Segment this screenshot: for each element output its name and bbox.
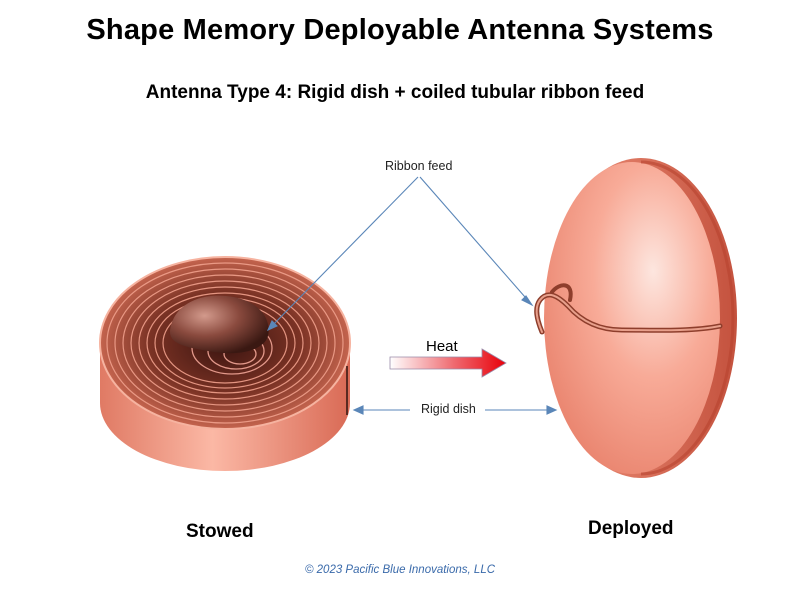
deployed-dish <box>544 158 737 478</box>
ribbon-feed <box>534 283 723 335</box>
stowed-coil <box>99 256 351 471</box>
deployed-label: Deployed <box>588 518 674 539</box>
page-title: Shape Memory Deployable Antenna Systems <box>86 14 714 46</box>
stowed-label: Stowed <box>186 521 254 542</box>
copyright-notice: © 2023 Pacific Blue Innovations, LLC <box>304 564 496 576</box>
ribbon-feed-label: Ribbon feed <box>385 159 453 173</box>
heat-label: Heat <box>426 338 458 355</box>
leader-lines <box>266 176 558 415</box>
rigid-dish-label: Rigid dish <box>417 402 480 416</box>
page-subtitle: Antenna Type 4: Rigid dish + coiled tubu… <box>145 82 645 103</box>
heat-arrow <box>389 348 507 378</box>
